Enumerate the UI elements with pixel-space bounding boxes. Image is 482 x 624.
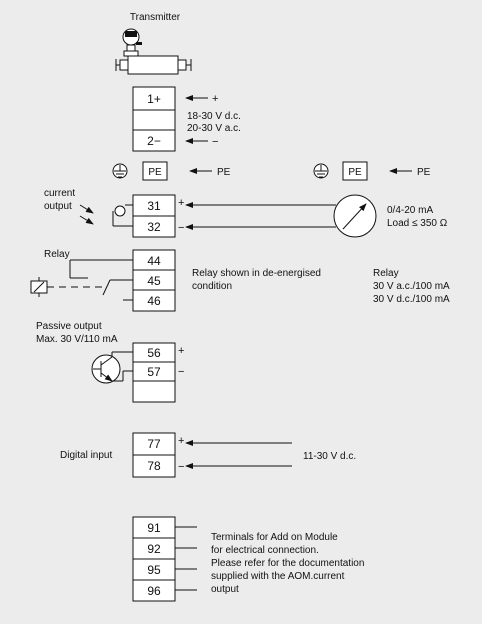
power-terminal-block bbox=[132, 86, 176, 152]
passive-terminal-56: 56 bbox=[147, 346, 161, 360]
current-terminal-block bbox=[132, 194, 176, 238]
aom-note-1: Terminals for Add on Module bbox=[211, 532, 338, 543]
aom-note-5: output bbox=[211, 584, 239, 595]
current-output-label-1: current bbox=[44, 188, 75, 199]
power-minus-sign: − bbox=[212, 136, 218, 148]
passive-terminal-57: 57 bbox=[147, 365, 161, 379]
relay-rating-title: Relay bbox=[373, 268, 399, 279]
aom-terminal-91: 91 bbox=[147, 521, 161, 535]
relay-terminal-block bbox=[132, 249, 176, 312]
aom-terminal-92: 92 bbox=[147, 542, 161, 556]
digital-input-label: Digital input bbox=[60, 450, 112, 461]
transmitter-title: Transmitter bbox=[130, 12, 181, 23]
power-ac-label: 20-30 V a.c. bbox=[187, 123, 241, 134]
pe-label-right: PE bbox=[417, 167, 431, 178]
pe-box-left-label: PE bbox=[148, 167, 162, 178]
aom-terminal-96: 96 bbox=[147, 584, 161, 598]
optocoupler-icon bbox=[79, 204, 133, 227]
relay-contact-icon bbox=[69, 259, 133, 301]
digital-terminal-78: 78 bbox=[147, 459, 161, 473]
digital-minus-sign: − bbox=[178, 461, 184, 473]
passive-output-label-2: Max. 30 V/110 mA bbox=[36, 334, 118, 345]
relay-terminal-46: 46 bbox=[147, 294, 161, 308]
aom-terminal-95: 95 bbox=[147, 563, 161, 577]
relay-terminal-45: 45 bbox=[147, 274, 161, 288]
current-terminal-31: 31 bbox=[147, 199, 161, 213]
aom-note-2: for electrical connection. bbox=[211, 545, 319, 556]
pe-label-left: PE bbox=[217, 167, 231, 178]
ammeter-icon bbox=[333, 194, 377, 238]
relay-label: Relay bbox=[44, 249, 70, 260]
digital-voltage-label: 11-30 V d.c. bbox=[303, 451, 356, 462]
current-minus-sign: − bbox=[178, 222, 184, 234]
pe-box-left bbox=[142, 161, 168, 181]
power-terminal-2: 2− bbox=[147, 134, 161, 148]
passive-minus-sign: − bbox=[178, 366, 184, 378]
current-plus-sign: + bbox=[178, 197, 184, 209]
aom-note-3: Please refer for the documentation bbox=[211, 558, 364, 569]
pe-box-right-label: PE bbox=[348, 167, 362, 178]
meter-range-label: 0/4-20 mA bbox=[387, 205, 433, 216]
passive-terminal-block bbox=[132, 342, 176, 403]
passive-plus-sign: + bbox=[178, 345, 184, 357]
transistor-icon bbox=[91, 351, 133, 384]
current-output-label-2: output bbox=[44, 201, 72, 212]
power-dc-label: 18-30 V d.c. bbox=[187, 111, 241, 122]
relay-rating-dc: 30 V d.c./100 mA bbox=[373, 294, 450, 305]
relay-note-2: condition bbox=[192, 281, 232, 292]
relay-rating-ac: 30 V a.c./100 mA bbox=[373, 281, 450, 292]
pe-box-right bbox=[342, 161, 368, 181]
ground-icon-left bbox=[112, 163, 128, 179]
transmitter-icon bbox=[115, 28, 192, 75]
aom-terminal-block bbox=[132, 516, 197, 602]
ground-icon-right bbox=[313, 163, 329, 179]
digital-plus-sign: + bbox=[178, 435, 184, 447]
relay-note-1: Relay shown in de-energised bbox=[192, 268, 321, 279]
digital-terminal-77: 77 bbox=[147, 437, 161, 451]
relay-coil-icon bbox=[30, 277, 103, 297]
meter-load-label: Load ≤ 350 Ω bbox=[387, 218, 448, 229]
passive-output-label-1: Passive output bbox=[36, 321, 102, 332]
aom-note-4: supplied with the AOM.current bbox=[211, 571, 345, 582]
power-plus-sign: + bbox=[212, 93, 218, 105]
current-terminal-32: 32 bbox=[147, 220, 161, 234]
power-terminal-1: 1+ bbox=[147, 92, 161, 106]
digital-terminal-block bbox=[132, 432, 176, 478]
relay-terminal-44: 44 bbox=[147, 254, 161, 268]
